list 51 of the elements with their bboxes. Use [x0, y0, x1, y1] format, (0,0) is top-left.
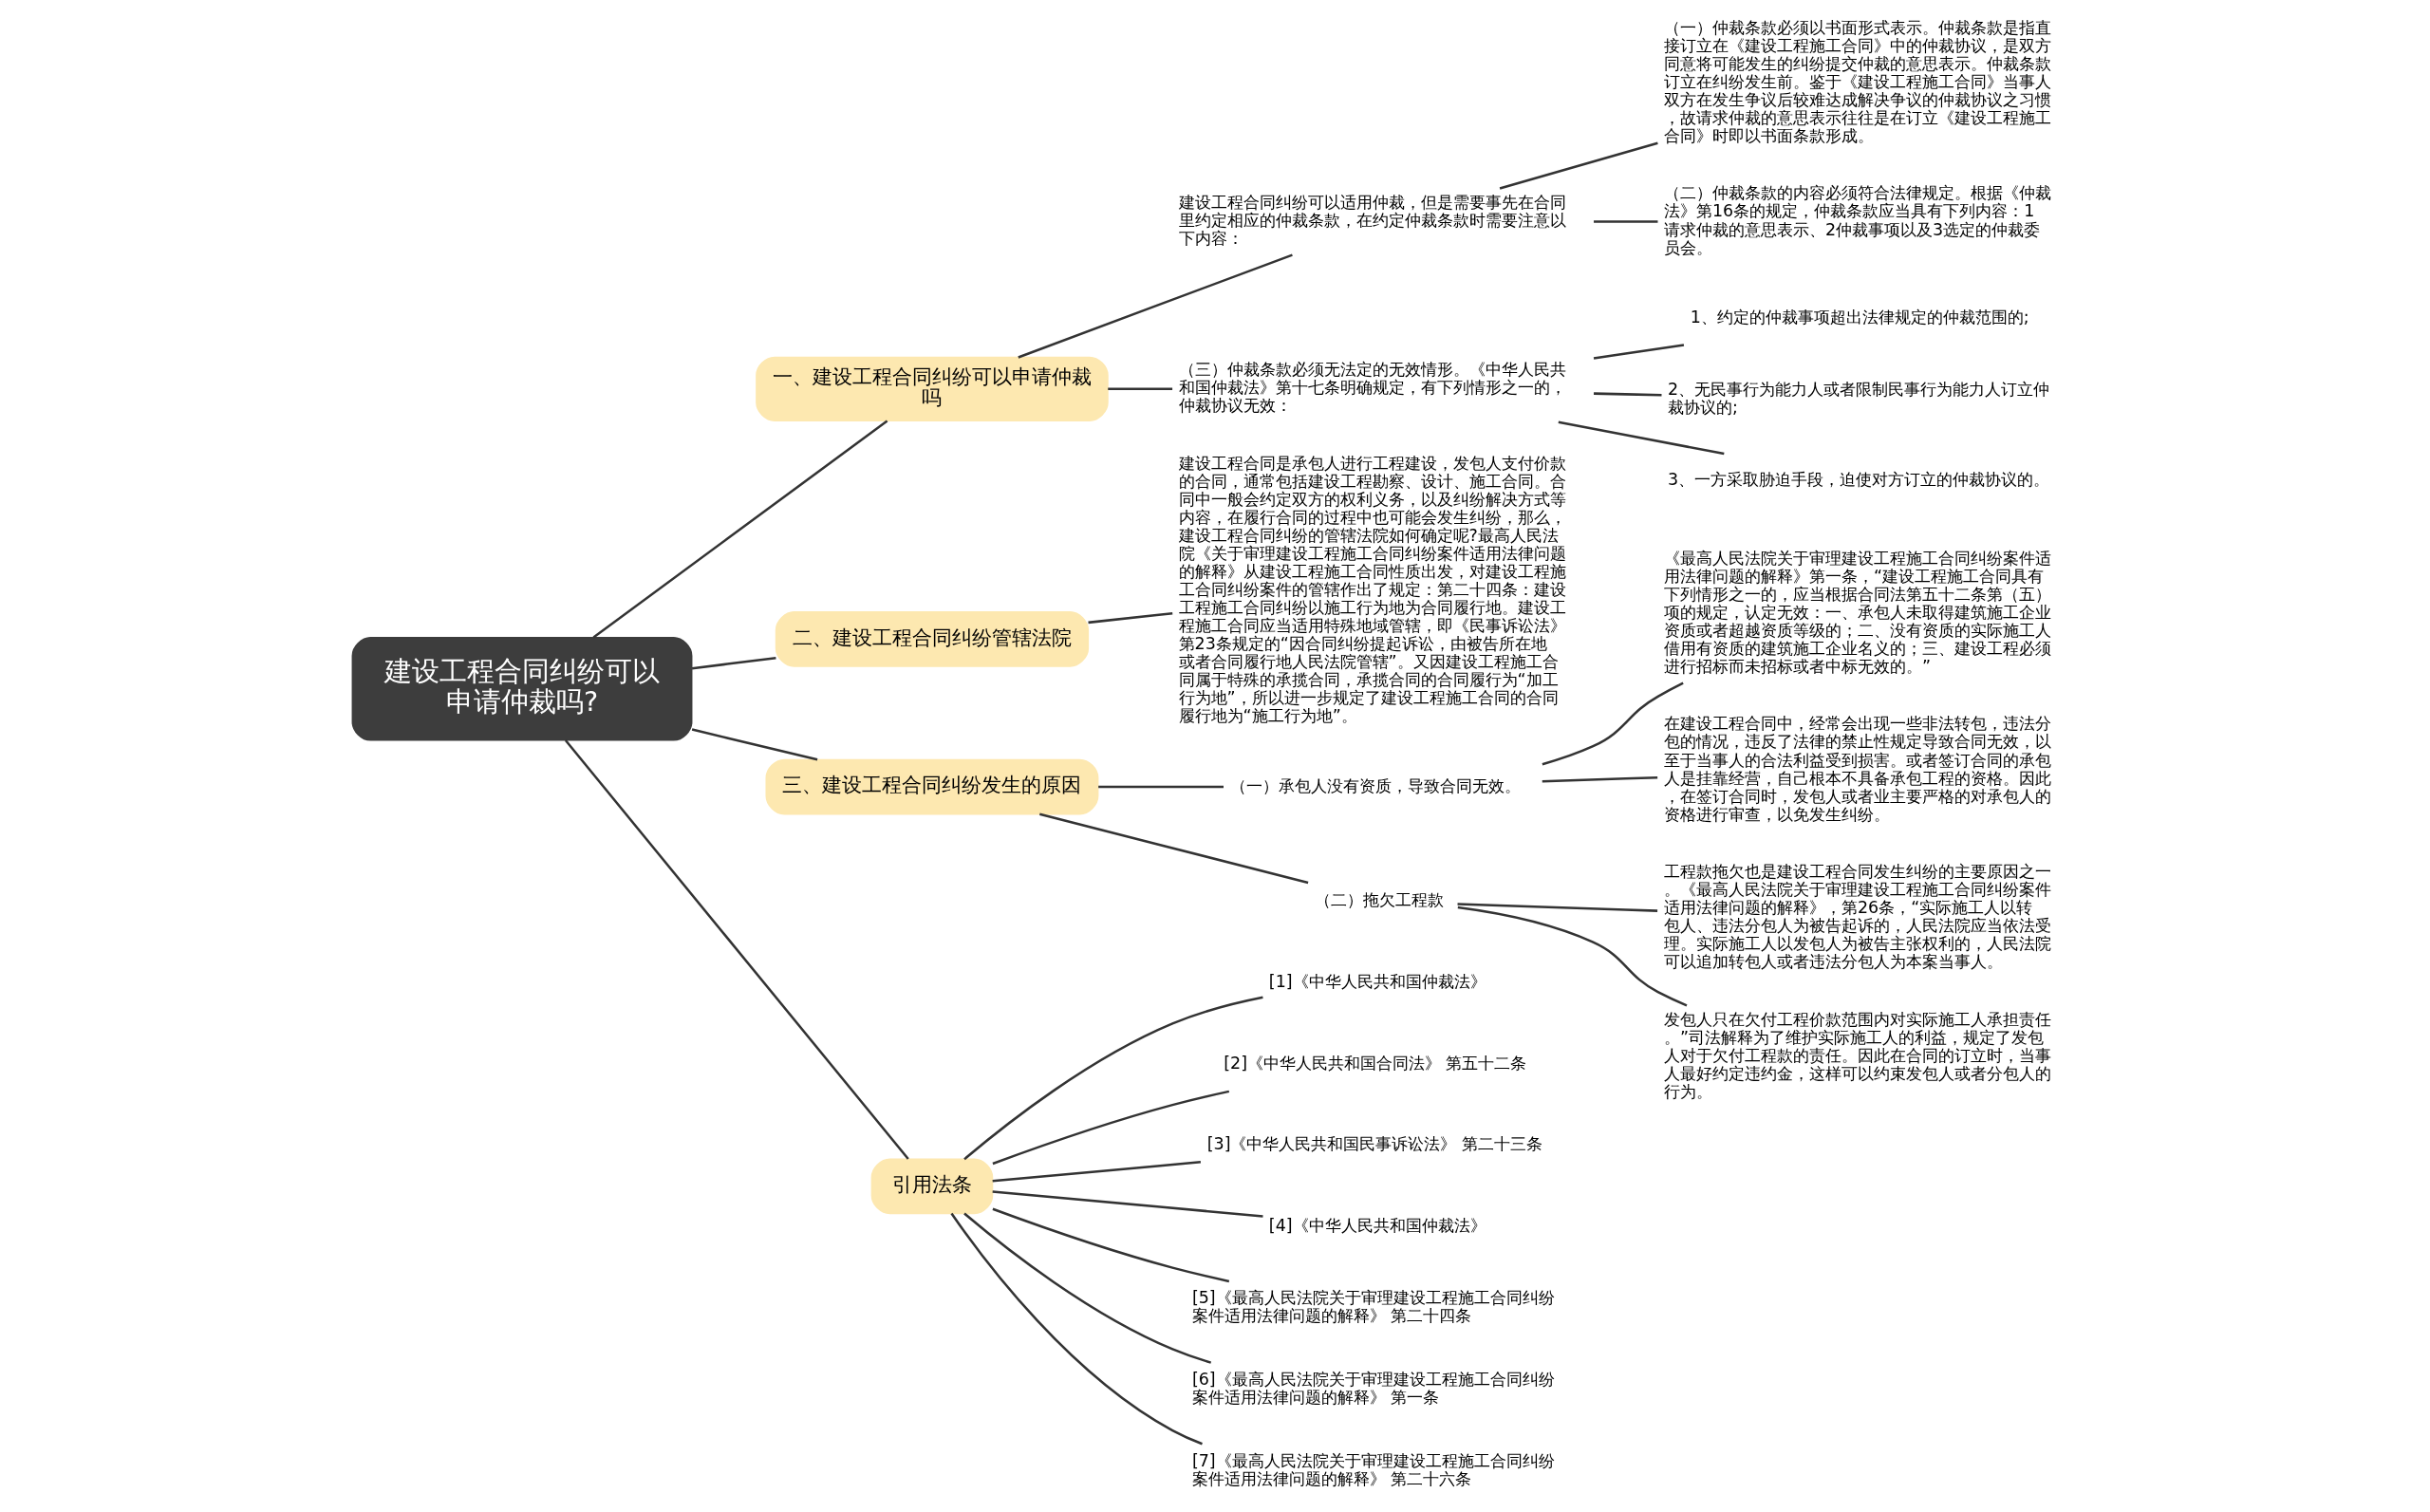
connector — [1038, 812, 1308, 885]
connector — [949, 1212, 1203, 1446]
node-text: 3、一方采取胁迫手段，迫使对方订立的仲裁协议的。 — [1667, 470, 2049, 490]
node-box: 三、建设工程合同纠纷发生的原因 — [764, 758, 1098, 815]
connector — [691, 657, 776, 670]
connector — [592, 420, 888, 639]
connector — [1097, 785, 1224, 789]
node-text: （三）仲裁条款必须无法定的无效情形。《中华人民共和国仲裁法》第十七条明确规定，有下列情形之一的，仲裁协议无效： — [1178, 360, 1566, 416]
connector — [1107, 387, 1172, 391]
connector — [992, 1161, 1201, 1183]
connector — [1593, 344, 1684, 360]
node-text: [5]《最高人民法院关于审理建设工程施工合同纠纷案件适用法律问题的解释》 第二十四条 — [1191, 1288, 1555, 1326]
node-box: 一、建设工程合同纠纷可以申请仲裁吗 — [755, 356, 1109, 421]
connector — [1457, 903, 1657, 912]
node-text: （二）拖欠工程款 — [1314, 890, 1444, 910]
connector — [963, 996, 1263, 1161]
node-text: 建设工程合同纠纷可以适用仲裁，但是需要事先在合同里约定相应的仲裁条款，在约定仲裁条款时需要注意以下内容： — [1178, 192, 1566, 249]
node-text: [3]《中华人民共和国民事诉讼法》 第二十三条 — [1206, 1134, 1542, 1154]
connector — [1593, 392, 1661, 397]
connector — [1542, 681, 1684, 766]
connector — [1593, 220, 1657, 223]
connector — [992, 1190, 1263, 1218]
node-box: 建设工程合同纠纷可以申请仲裁吗? — [351, 637, 692, 741]
node-text: [7]《最高人民法院关于审理建设工程施工合同纠纷案件适用法律问题的解释》 第二十六条 — [1191, 1450, 1555, 1488]
node-text: 2、无民事行为能力人或者限制民事行为能力人订立仲裁协议的; — [1667, 379, 2049, 417]
node-text: 在建设工程合同中，经常会出现一些非法转包，违法分包的情况，违反了法律的禁止性规定导致合同无效，以至于当事人的合法利益受到损害。或者签订合同的承包人是挂靠经营，自己根本不具备承包工程的资格。因此，在签订合同时，发包人或者业主要严格的对承包人的资格进行审查，以免发生纠纷。 — [1663, 714, 2051, 824]
node-text: [2]《中华人民共和国合同法》 第五十二条 — [1223, 1053, 1527, 1073]
connector — [1087, 612, 1172, 625]
node-text: [6]《最高人民法院关于审理建设工程施工合同纠纷案件适用法律问题的解释》 第一条 — [1191, 1370, 1555, 1408]
node-text: （二）仲裁条款的内容必须符合法律规定。根据《仲裁法》第16条的规定，仲裁条款应当具有下列内容：1请求仲裁的意思表示、2仲裁事项以及3选定的仲裁委员会。 — [1663, 183, 2051, 257]
connector — [1542, 775, 1657, 783]
node-text: 《最高人民法院关于审理建设工程施工合同纠纷案件适用法律问题的解释》第一条，“建设工程施工合同具有下列情形之一的，应当根据合同法第五十二条第（五）项的规定，认定无效：一、承包人未取得建筑施工企业资质或者超越资质等级的；二、没有资质的实际施工人借用有资质的建筑施工企业名义的；三、建设工程必须进行招标而未招标或者中标无效的。” — [1663, 548, 2051, 677]
node-text: （一）仲裁条款必须以书面形式表示。仲裁条款是指直接订立在《建设工程施工合同》中的仲裁协议，是双方同意将可能发生的纠纷提交仲裁的意思表示。仲裁条款订立在纠纷发生前。鉴于《建设工程施工合同》当事人双方在发生争议后较难达成解决争议的仲裁协议之习惯，故请求仲裁的意思表示往往是在订立《建设工程施工合同》时即以书面条款形成。 — [1663, 17, 2051, 146]
node-box: 引用法条 — [870, 1158, 993, 1215]
connector — [991, 1207, 1229, 1283]
connector — [1017, 253, 1293, 359]
node-box: 二、建设工程合同纠纷管辖法院 — [775, 611, 1089, 667]
node-text: [1]《中华人民共和国仲裁法》 — [1268, 971, 1486, 991]
node-text: [4]《中华人民共和国仲裁法》 — [1268, 1216, 1486, 1236]
node-text: 工程款拖欠也是建设工程合同发生纠纷的主要原因之一。《最高人民法院关于审理建设工程施工合同纠纷案件适用法律问题的解释》，第26条，“实际施工人以转包人、违法分包人为被告起诉的，人民法院应当依法受理。实际施工人以发包人为被告主张权利的，人民法院可以追加转包人或者违法分包人为本案当事人。 — [1663, 862, 2051, 972]
connector — [1457, 905, 1687, 1007]
connector — [963, 1212, 1211, 1364]
node-text: 建设工程合同是承包人进行工程建设，发包人支付价款的合同，通常包括建设工程勘察、设计、施工合同。合同中一般会约定双方的权利义务，以及纠纷解决方式等内容，在履行合同的过程中也可能会发生纠纷，那么，建设工程合同纠纷的管辖法院如何确定呢?最高人民法院《关于审理建设工程施工合同纠纷案件适用法律问题的解释》从建设工程施工合同性质出发，对建设工程施工合同纠纷案件的管辖作出了规定：第二十四条：建设工程施工合同纠纷以施工行为地为合同履行地。建设工程施工合同应当适用特殊地域管辖，即《民事诉讼法》第23条规定的“因合同纠纷提起诉讼，由被告所在地或者合同履行地人民法院管辖”。又因建设工程施工合同属于特殊的承揽合同，承揽合同的合同履行为“加工行为地”，所以进一步规定了建设工程施工合同的合同履行地为“施工行为地”。 — [1178, 453, 1566, 726]
connector — [992, 1090, 1229, 1166]
node-text: 1、约定的仲裁事项超出法律规定的仲裁范围的; — [1690, 307, 2029, 327]
connector — [1558, 420, 1725, 456]
connector — [1499, 141, 1658, 190]
connector — [564, 739, 909, 1160]
node-text: 发包人只在欠付工程价款范围内对实际施工人承担责任。”司法解释为了维护实际施工人的利益，规定了发包人对于欠付工程款的责任。因此在合同的订立时，当事人最好约定违约金，这样可以约束发包人或者分包人的行为。 — [1663, 1009, 2051, 1101]
node-text: （一）承包人没有资质，导致合同无效。 — [1229, 775, 1521, 795]
connector — [691, 728, 817, 761]
